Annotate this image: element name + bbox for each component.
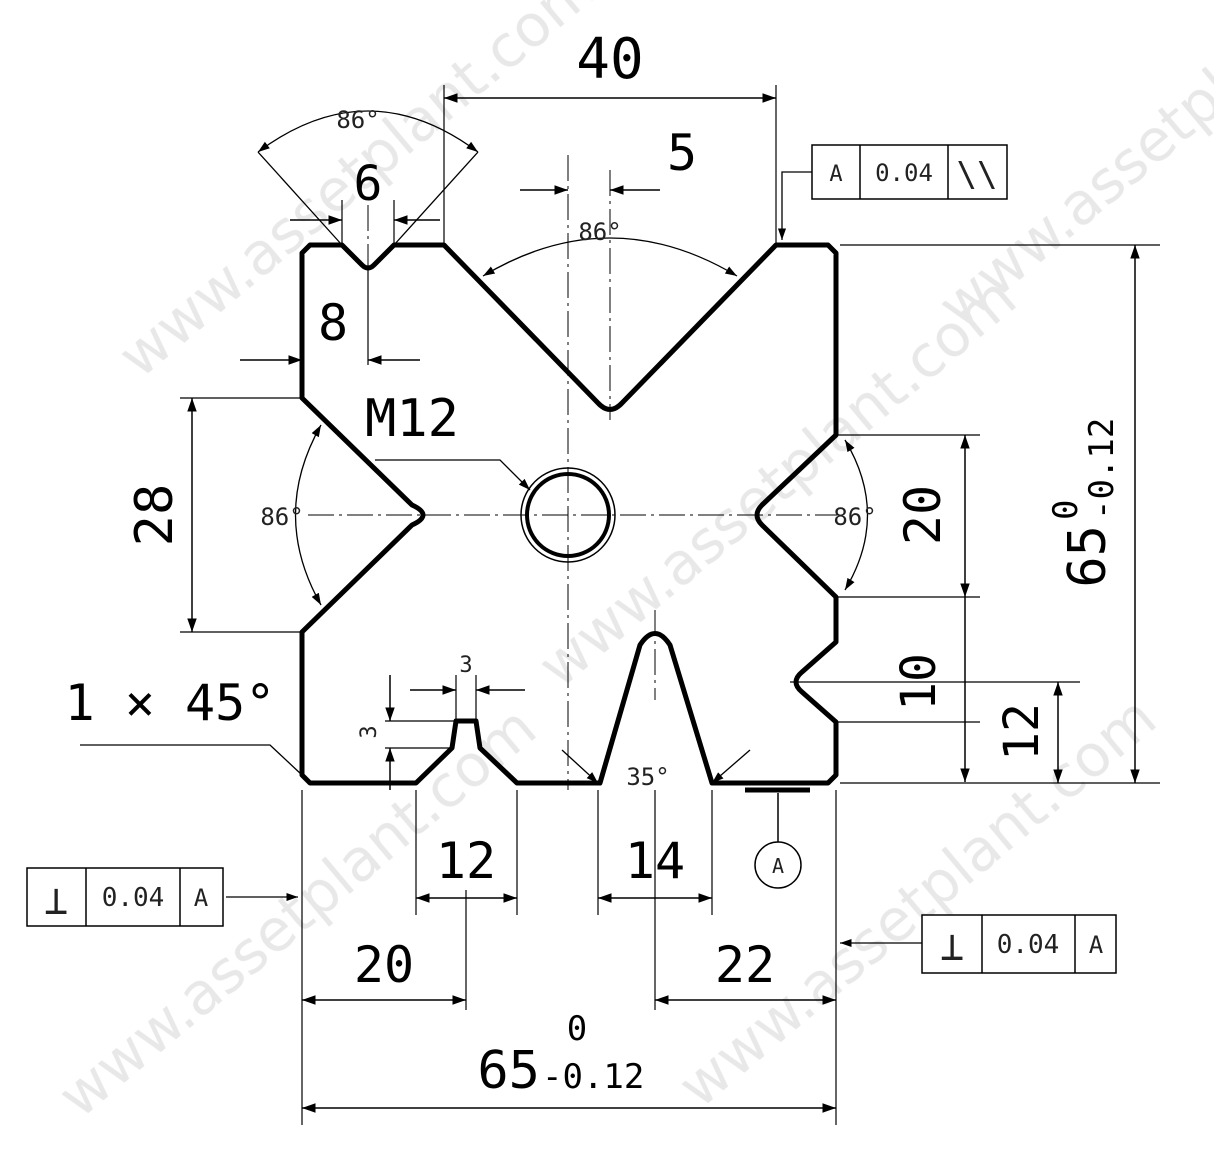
svg-text:-0.12: -0.12 xyxy=(542,1057,644,1097)
datum-symbol: A xyxy=(745,787,810,889)
dim-22: 22 xyxy=(715,936,775,994)
svg-text:www.assetplant.com: www.assetplant.com xyxy=(665,683,1168,1121)
perpendicularity-frame-right: ⊥ 0.04 A xyxy=(921,914,1117,974)
svg-text:0: 0 xyxy=(1046,500,1086,520)
svg-text:0.04: 0.04 xyxy=(102,883,165,913)
extension-lines xyxy=(180,85,1160,1125)
dim-12-bottom: 12 xyxy=(436,832,496,890)
svg-text:A: A xyxy=(1089,931,1104,959)
svg-text:-0.12: -0.12 xyxy=(1082,418,1122,520)
dim-6: 6 xyxy=(354,156,383,212)
dim-40: 40 xyxy=(576,27,643,92)
angle-top-big: 86° xyxy=(578,218,621,246)
dimension-lines xyxy=(187,93,1140,1113)
parallelism-icon: \\ xyxy=(957,155,998,195)
parallelism-frame: A 0.04 \\ xyxy=(811,144,1008,200)
dim-12-right: 12 xyxy=(994,703,1050,761)
dim-3-width: 3 xyxy=(459,653,472,678)
dim-28: 28 xyxy=(125,484,185,547)
dim-10: 10 xyxy=(891,653,947,711)
dim-m12: M12 xyxy=(365,389,459,449)
datum-label: A xyxy=(772,854,784,878)
dim-14: 14 xyxy=(625,832,685,890)
dim-65-vertical: 65 0 -0.12 xyxy=(1046,418,1122,588)
threaded-hole xyxy=(520,467,616,563)
svg-text:0.04: 0.04 xyxy=(875,159,933,187)
svg-text:A: A xyxy=(194,884,209,912)
dim-3-depth: 3 xyxy=(357,725,382,738)
angle-bottom: 35° xyxy=(626,763,669,791)
angle-arcs xyxy=(257,110,869,784)
dim-5: 5 xyxy=(667,124,697,182)
angle-right: 86° xyxy=(833,503,876,531)
svg-text:65: 65 xyxy=(1058,525,1118,588)
perpendicularity-icon: ⊥ xyxy=(940,924,964,970)
svg-text:A: A xyxy=(829,162,842,187)
dim-20-right: 20 xyxy=(894,485,952,545)
svg-text:0.04: 0.04 xyxy=(997,930,1060,960)
dim-20-bottom: 20 xyxy=(354,936,414,994)
angle-left: 86° xyxy=(260,503,303,531)
dim-65-horizontal: 65 0 -0.12 xyxy=(477,1009,644,1101)
part-outline xyxy=(299,242,839,786)
perpendicularity-frame-left: ⊥ 0.04 A xyxy=(26,867,224,927)
dim-chamfer: 1 × 45° xyxy=(65,674,276,732)
perpendicularity-icon: ⊥ xyxy=(44,878,68,924)
leaders xyxy=(80,171,922,948)
dimension-texts: 40 6 5 8 M12 28 20 10 12 65 0 -0.12 1 × … xyxy=(65,27,1122,1101)
angle-top-small: 86° xyxy=(336,106,379,134)
dim-8: 8 xyxy=(318,294,348,352)
svg-text:0: 0 xyxy=(567,1009,587,1049)
svg-text:65: 65 xyxy=(477,1041,540,1101)
